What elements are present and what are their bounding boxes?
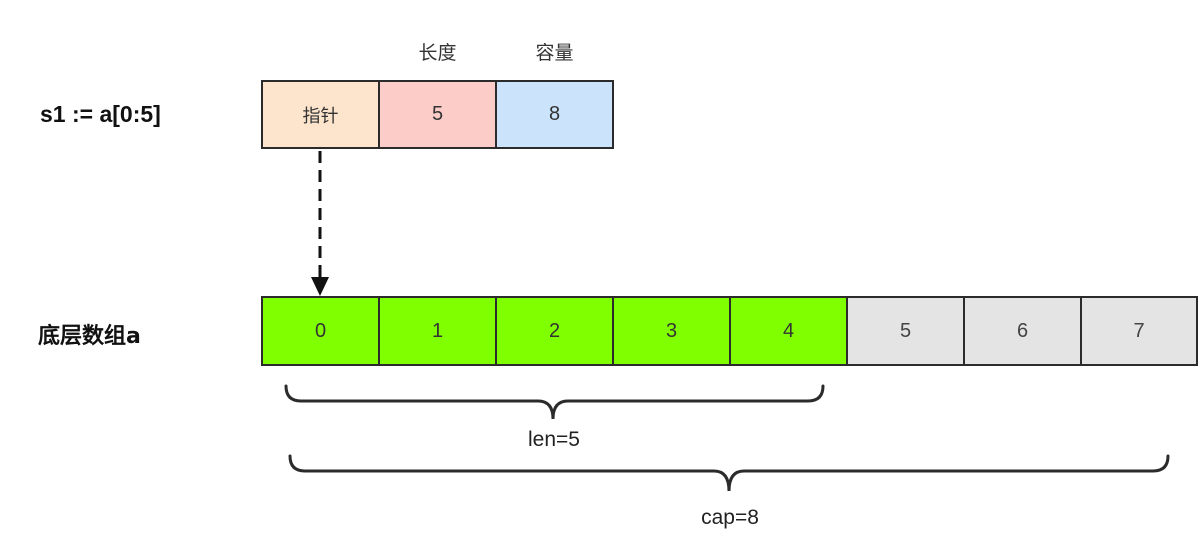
slice-expression-label: s1 := a[0:5] xyxy=(40,101,161,127)
length-header: 长度 xyxy=(418,42,457,64)
array-cell: 5 xyxy=(846,296,965,366)
array-cell: 4 xyxy=(729,296,848,366)
array-cell: 7 xyxy=(1080,296,1198,366)
array-cell: 3 xyxy=(612,296,731,366)
array-cell: 0 xyxy=(261,296,380,366)
underlying-array-label: 底层数组a xyxy=(38,324,141,349)
cap-brace-label: cap=8 xyxy=(701,506,759,529)
pointer-arrowhead xyxy=(311,277,329,296)
pointer-cell: 指针 xyxy=(261,80,380,149)
array-cell: 1 xyxy=(378,296,497,366)
len-brace xyxy=(284,384,825,420)
length-cell: 5 xyxy=(378,80,497,149)
len-brace-label: len=5 xyxy=(528,428,580,451)
array-cell: 2 xyxy=(495,296,614,366)
cap-brace xyxy=(288,454,1170,492)
capacity-header: 容量 xyxy=(535,42,574,64)
capacity-cell: 8 xyxy=(495,80,614,149)
array-cell: 6 xyxy=(963,296,1082,366)
